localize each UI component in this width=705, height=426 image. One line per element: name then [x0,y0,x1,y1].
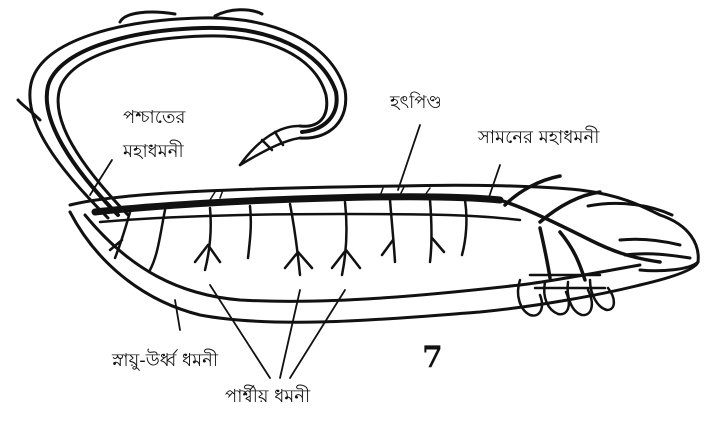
stinger [240,126,300,165]
label-supraneural-artery: স্নায়ু-উর্ধ্ব ধমনী [112,350,218,372]
label-posterior-aorta-1: পশ্চাতের [123,107,185,129]
heart-vessel [95,197,520,222]
label-posterior-aorta-2: মহাধমনী [123,141,184,163]
label-lateral-arteries: পার্শ্বীয় ধমনী [225,386,310,408]
label-anterior-aorta: সামনের মহাধমনী [478,127,599,149]
label-heart: হৎপিণ্ড [390,92,442,114]
figure-number: 7 [422,340,443,375]
lateral-arteries [110,200,466,275]
